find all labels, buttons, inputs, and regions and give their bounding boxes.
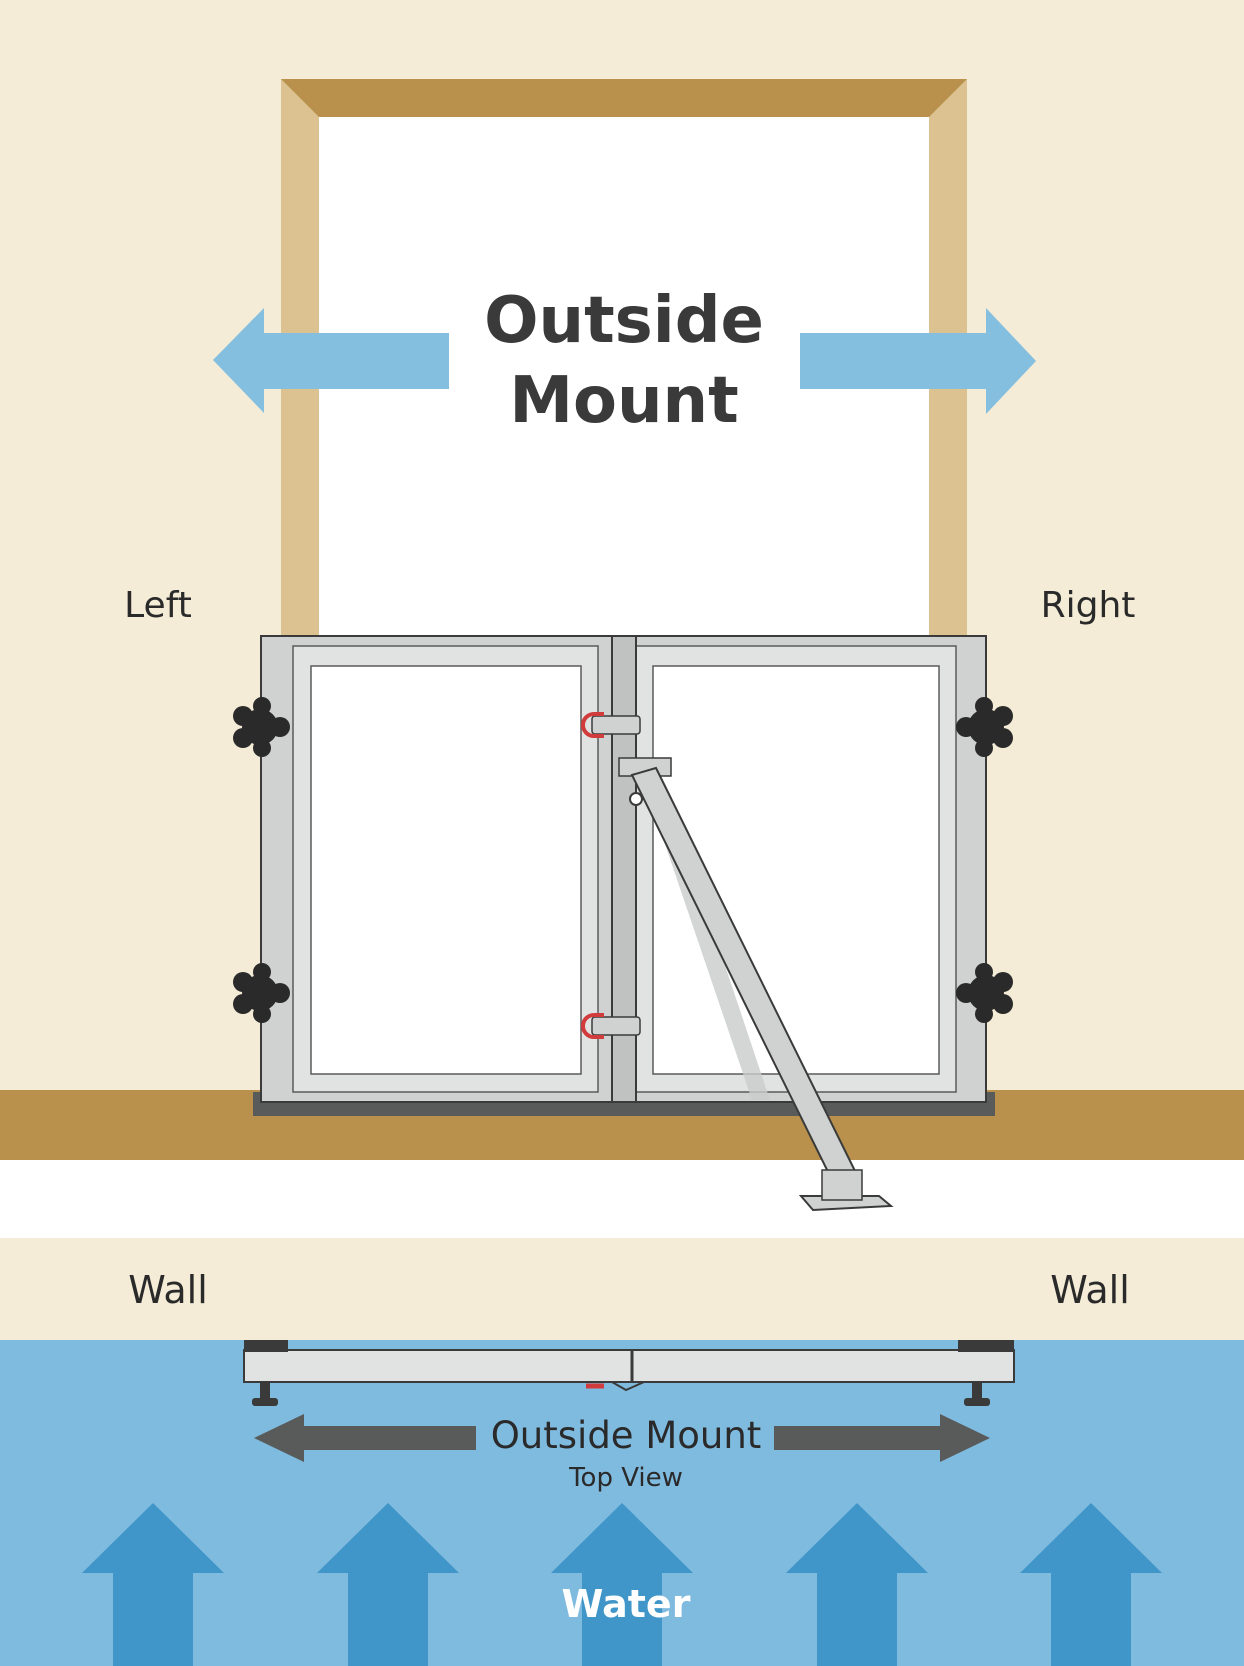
right-label: Right (1041, 585, 1136, 626)
barrier-panel-left (260, 635, 630, 1103)
left-wall-label: Wall (128, 1268, 208, 1312)
knob-icon (233, 697, 1013, 1023)
latch-icon (581, 712, 641, 1039)
width-double-arrow (254, 1414, 990, 1462)
top-view-title: Outside Mount (491, 1414, 762, 1457)
title-line-2: Mount (509, 364, 738, 438)
top-view-barrier (243, 1340, 1015, 1406)
left-label: Left (124, 585, 192, 626)
water-up-arrow-icon (82, 1503, 1162, 1666)
right-wall-block (947, 1238, 1244, 1340)
left-wall-block (0, 1238, 298, 1340)
right-wall-label: Wall (1050, 1268, 1130, 1312)
top-view-subtitle: Top View (568, 1463, 683, 1493)
water-label: Water (562, 1582, 691, 1626)
brace-icon (618, 757, 894, 1212)
title-line-1: Outside (484, 284, 764, 358)
expand-arrow-right-icon (800, 308, 1036, 414)
expand-arrow-left-icon (213, 308, 449, 413)
